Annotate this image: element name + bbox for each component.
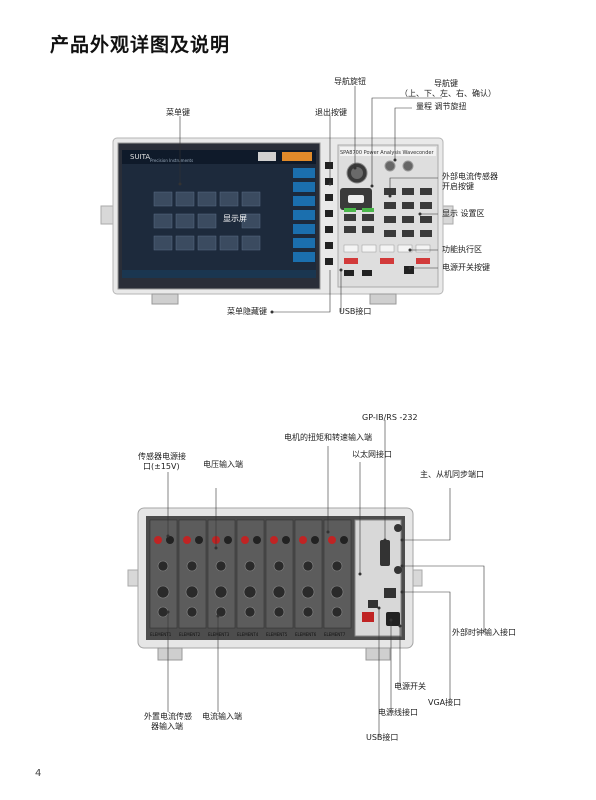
- element-name: ELEMENT6: [295, 632, 317, 637]
- label-sensor-power-1: 传感器电源接: [138, 452, 186, 461]
- label-sensor-power-2: 口(±15V): [143, 462, 180, 471]
- label-menu-key: 菜单键: [166, 108, 190, 117]
- label-ethernet: 以太网接口: [352, 450, 392, 459]
- element-name: ELEMENT5: [266, 632, 288, 637]
- label-motor-input: 电机的扭矩和转速输入端: [284, 433, 372, 442]
- label-ext-sensor-1: 外部电流传感器: [442, 172, 498, 181]
- label-range-knob: 量程 调节旋扭: [416, 102, 467, 111]
- label-function-area: 功能执行区: [442, 245, 482, 254]
- element-name: ELEMENT1: [150, 632, 172, 637]
- element-name: ELEMENT3: [208, 632, 230, 637]
- label-rear-power-switch: 电源开关: [394, 682, 426, 691]
- label-ext-sensor-in-2: 器输入端: [151, 722, 183, 731]
- label-exit-key: 退出按键: [315, 108, 347, 117]
- label-ext-sensor-in-1: 外置电流传感: [144, 712, 192, 721]
- label-gpib: GP-IB/RS -232: [362, 413, 418, 422]
- page-number: 4: [35, 768, 42, 779]
- label-current-input: 电流输入端: [202, 712, 242, 721]
- label-power-switch-key: 电源开关按键: [442, 263, 490, 272]
- label-front-usb: USB接口: [339, 307, 372, 316]
- label-master-slave: 主、从机同步端口: [420, 470, 484, 479]
- label-ext-clock: 外部时钟输入接口: [452, 628, 516, 637]
- label-nav-keys: 导航键: [434, 79, 458, 88]
- model-label: SPA8700 Power Analysis Waveconder: [340, 150, 434, 156]
- label-rear-usb: USB接口: [366, 733, 399, 742]
- screen-overlay-label: 显示屏: [223, 214, 247, 223]
- label-ext-sensor-2: 开启按键: [442, 182, 474, 191]
- label-power-cord: 电源线接口: [378, 708, 418, 717]
- label-vga: VGA接口: [428, 698, 462, 707]
- label-voltage-input: 电压输入端: [203, 460, 243, 469]
- element-name: ELEMENT7: [324, 632, 346, 637]
- label-menu-hide-key: 菜单隐藏键: [227, 307, 267, 316]
- element-name: ELEMENT4: [237, 632, 259, 637]
- page-title: 产品外观详图及说明: [50, 34, 231, 56]
- label-display-setting: 显示 设置区: [442, 209, 485, 218]
- element-name: ELEMENT2: [179, 632, 201, 637]
- brand-logo: SUITA: [130, 153, 151, 161]
- brand-sub: Precision Instruments: [150, 158, 194, 163]
- label-nav-keys-sub: （上、下、左、右、确认）: [400, 89, 496, 98]
- label-nav-knob: 导航旋钮: [334, 77, 366, 86]
